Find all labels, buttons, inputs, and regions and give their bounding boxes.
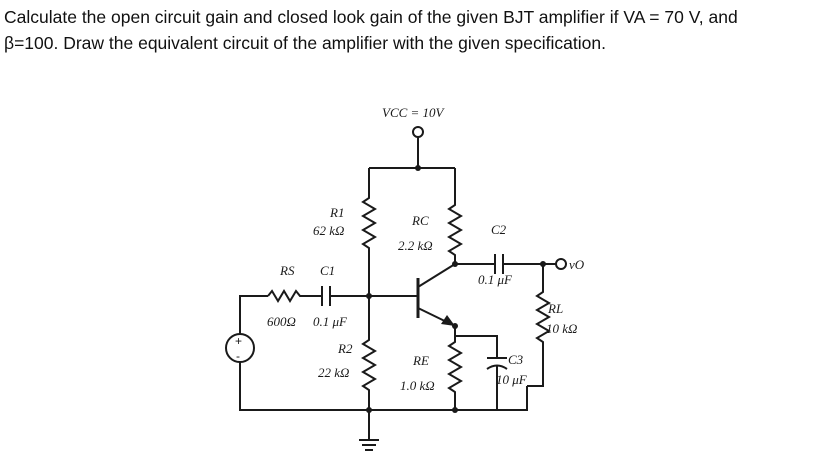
rs-name: RS [279, 263, 295, 278]
c2-name: C2 [491, 222, 507, 237]
rs-value: 600Ω [267, 314, 296, 329]
r1-resistor [361, 168, 377, 296]
rc-name: RC [411, 213, 429, 228]
re-resistor [447, 326, 463, 410]
c2-capacitor [494, 254, 504, 274]
c1-name: C1 [320, 263, 335, 278]
rl-value: 10 kΩ [546, 321, 577, 336]
rs-resistor [267, 289, 322, 303]
c1-value: 0.1 μF [313, 314, 348, 329]
r1-name: R1 [329, 205, 344, 220]
svg-text:+: + [235, 334, 242, 348]
vcc-label: VCC = 10V [382, 105, 446, 120]
r2-resistor [361, 296, 377, 410]
re-name: RE [412, 353, 429, 368]
emitter-arrow-icon [441, 315, 455, 326]
ground-rail [239, 362, 528, 411]
r1-value: 62 kΩ [313, 223, 344, 238]
ground-icon [359, 439, 379, 451]
c3-name: C3 [508, 352, 524, 367]
r2-name: R2 [337, 341, 353, 356]
svg-text:-: - [236, 349, 240, 363]
r2-value: 22 kΩ [318, 365, 349, 380]
problem-line-1: Calculate the open circuit gain and clos… [4, 7, 738, 27]
vcc-terminal [412, 126, 424, 138]
c3-value: 10 μF [496, 372, 528, 387]
vo-terminal [555, 258, 567, 270]
problem-statement: Calculate the open circuit gain and clos… [4, 4, 826, 56]
rc-value: 2.2 kΩ [398, 238, 433, 253]
problem-line-2: β=100. Draw the equivalent circuit of th… [4, 33, 606, 53]
rl-name: RL [547, 301, 563, 316]
c2-value: 0.1 μF [478, 272, 513, 287]
bjt-collector [417, 263, 456, 288]
c1-capacitor [321, 286, 331, 306]
re-value: 1.0 kΩ [400, 378, 435, 393]
vo-label: vO [569, 257, 585, 272]
rl-resistor [527, 264, 551, 387]
rc-resistor [447, 168, 463, 264]
